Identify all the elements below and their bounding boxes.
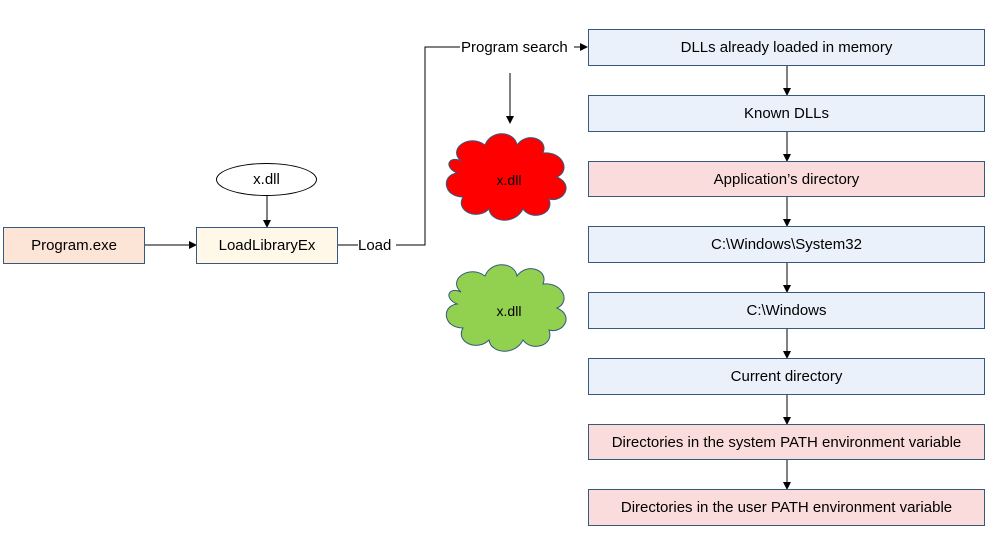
loadlibraryex-label: LoadLibraryEx xyxy=(218,237,316,254)
line-load-to-program-search xyxy=(396,46,460,246)
program-exe-node: Program.exe xyxy=(3,227,145,264)
search-step-label: Current directory xyxy=(730,368,843,385)
search-step: DLLs already loaded in memory xyxy=(588,29,985,66)
program-search-edge-label: Program search xyxy=(461,39,568,56)
search-step: Directories in the user PATH environment… xyxy=(588,489,985,526)
dll-ellipse-label: x.dll xyxy=(253,171,280,188)
search-step-label: Known DLLs xyxy=(743,105,830,122)
search-step-label: C:\Windows\System32 xyxy=(711,236,862,253)
search-step-label: Directories in the system PATH environme… xyxy=(611,433,962,451)
search-step: Directories in the system PATH environme… xyxy=(588,424,985,460)
search-step: C:\Windows xyxy=(588,292,985,329)
green-cloud-label: x.dll xyxy=(496,303,522,319)
red-cloud xyxy=(446,133,567,221)
green-cloud xyxy=(446,264,567,352)
search-step: Known DLLs xyxy=(588,95,985,132)
loadlibraryex-node: LoadLibraryEx xyxy=(196,227,338,264)
search-step-label: C:\Windows xyxy=(746,302,827,319)
dll-ellipse-node: x.dll xyxy=(216,163,317,196)
program-exe-label: Program.exe xyxy=(31,237,117,254)
search-step: C:\Windows\System32 xyxy=(588,226,985,263)
load-edge-label: Load xyxy=(358,237,392,254)
search-step-label: Application’s directory xyxy=(713,170,860,188)
red-cloud-label: x.dll xyxy=(496,172,522,188)
search-step-label: DLLs already loaded in memory xyxy=(680,39,893,56)
search-step-label: Directories in the user PATH environment… xyxy=(620,499,953,516)
search-step: Current directory xyxy=(588,358,985,395)
search-step: Application’s directory xyxy=(588,161,985,197)
